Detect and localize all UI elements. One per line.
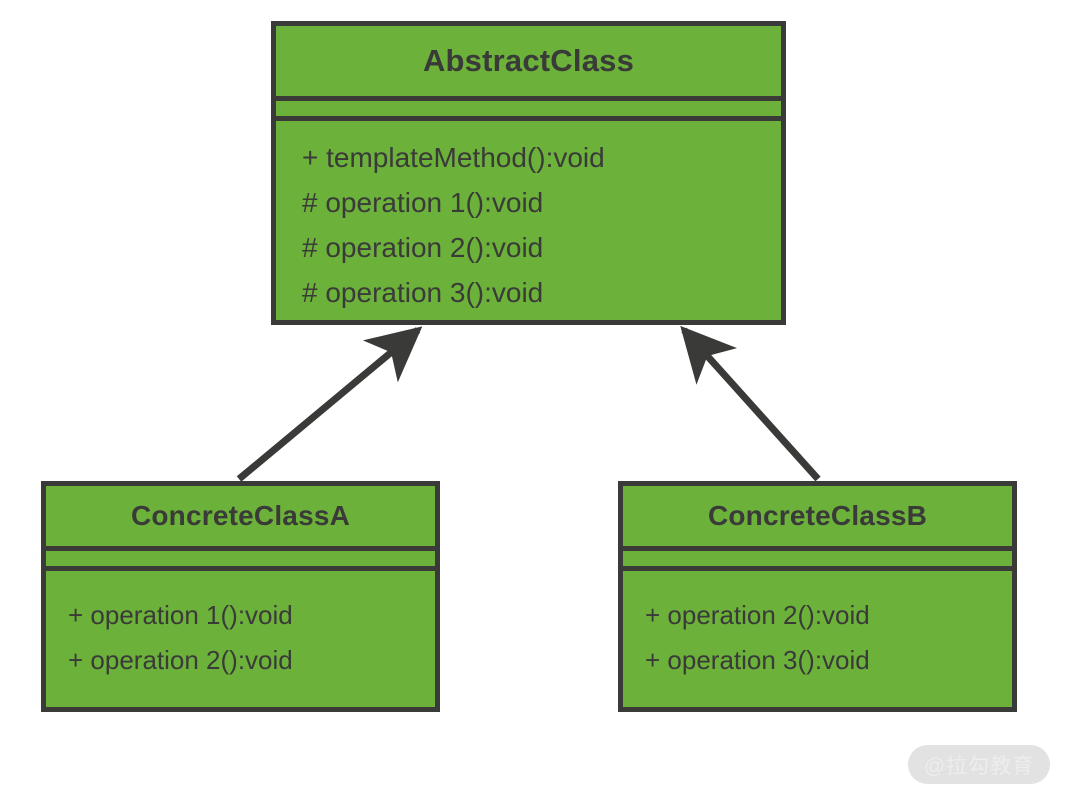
methods-compartment-abstract-class: + templateMethod():void # operation 1():… <box>276 121 781 320</box>
methods-compartment-concrete-class-b: + operation 2():void + operation 3():voi… <box>623 571 1012 707</box>
method-item: + operation 3():void <box>645 645 870 675</box>
method-item: # operation 2():void <box>302 232 544 263</box>
attributes-compartment-concrete-class-b <box>623 551 1012 566</box>
method-item: # operation 1():void <box>302 187 544 218</box>
uml-class-concrete-class-b[interactable]: ConcreteClassB + operation 2():void + op… <box>618 481 1017 712</box>
uml-class-concrete-class-a[interactable]: ConcreteClassA + operation 1():void + op… <box>41 481 440 712</box>
method-item: # operation 3():void <box>302 277 544 308</box>
generalization-arrow-a <box>236 326 423 482</box>
class-name-concrete-class-b: ConcreteClassB <box>707 500 928 531</box>
watermark-text: @拉勾教育 <box>923 754 1035 778</box>
attributes-compartment-abstract-class <box>276 101 781 116</box>
attributes-compartment-concrete-class-a <box>46 551 435 566</box>
compartment-divider <box>276 96 781 101</box>
compartment-divider <box>46 546 435 551</box>
class-name-concrete-class-a: ConcreteClassA <box>130 500 351 531</box>
method-item: + templateMethod():void <box>302 142 605 173</box>
compartment-divider <box>623 566 1012 571</box>
method-item: + operation 2():void <box>68 645 293 675</box>
class-name-abstract-class: AbstractClass <box>422 43 635 78</box>
generalization-arrow-b <box>680 325 821 482</box>
compartment-divider <box>623 546 1012 551</box>
method-item: + operation 1():void <box>68 600 293 630</box>
method-item: + operation 2():void <box>645 600 870 630</box>
uml-class-abstract-class[interactable]: AbstractClass + templateMethod():void # … <box>271 21 786 325</box>
methods-compartment-concrete-class-a: + operation 1():void + operation 2():voi… <box>46 571 435 707</box>
watermark-badge: @拉勾教育 <box>908 745 1050 784</box>
compartment-divider <box>276 116 781 121</box>
compartment-divider <box>46 566 435 571</box>
